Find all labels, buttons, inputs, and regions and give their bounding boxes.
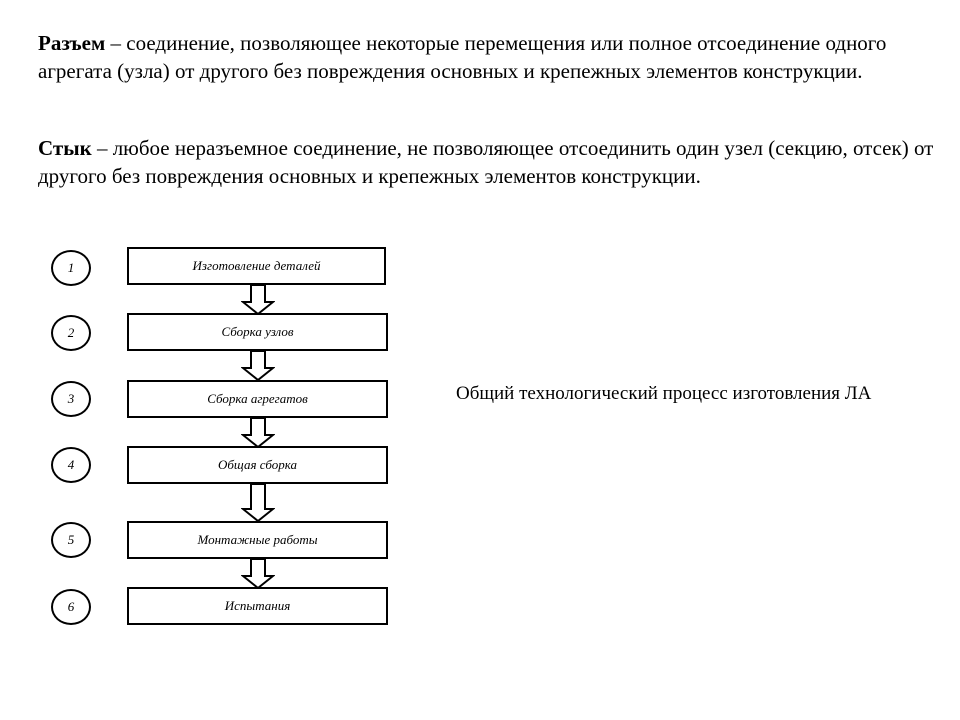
step-label: Испытания: [224, 598, 291, 613]
step-number: 2: [67, 325, 75, 340]
step-number-circle: 6: [51, 589, 91, 625]
definition-styk: Стык – любое неразъемное соединение, не …: [38, 134, 938, 190]
step-number-circle: 4: [51, 447, 91, 483]
step-label: Изготовление деталей: [192, 258, 321, 273]
step-box: Сборка узлов: [127, 313, 388, 351]
down-arrow-icon: [241, 559, 275, 589]
step-number: 3: [67, 391, 75, 406]
step-box: Общая сборка: [127, 446, 388, 484]
step-number-circle: 2: [51, 315, 91, 351]
step-label: Сборка узлов: [221, 324, 294, 339]
down-arrow-icon: [241, 418, 275, 448]
step-number: 4: [67, 457, 75, 472]
step-box: Изготовление деталей: [127, 247, 386, 285]
definition-term: Разъем: [38, 31, 106, 55]
definition-razem: Разъем – соединение, позволяющее некотор…: [38, 29, 938, 85]
step-label: Сборка агрегатов: [207, 391, 308, 406]
step-number: 5: [67, 532, 75, 547]
step-number-circle: 5: [51, 522, 91, 558]
down-arrow-icon: [241, 351, 275, 381]
step-number-circle: 3: [51, 381, 91, 417]
step-box: Испытания: [127, 587, 388, 625]
step-number: 1: [67, 260, 75, 275]
step-number: 6: [67, 599, 75, 614]
definition-text: – соединение, позволяющее некоторые пере…: [38, 31, 887, 83]
step-label: Общая сборка: [217, 457, 298, 472]
down-arrow-icon: [241, 484, 275, 522]
diagram-caption: Общий технологический процесс изготовлен…: [456, 383, 872, 404]
step-label: Монтажные работы: [197, 532, 318, 547]
definition-text: – любое неразъемное соединение, не позво…: [38, 136, 934, 188]
down-arrow-icon: [241, 285, 275, 315]
step-number-circle: 1: [51, 250, 91, 286]
definition-term: Стык: [38, 136, 92, 160]
step-box: Монтажные работы: [127, 521, 388, 559]
step-box: Сборка агрегатов: [127, 380, 388, 418]
